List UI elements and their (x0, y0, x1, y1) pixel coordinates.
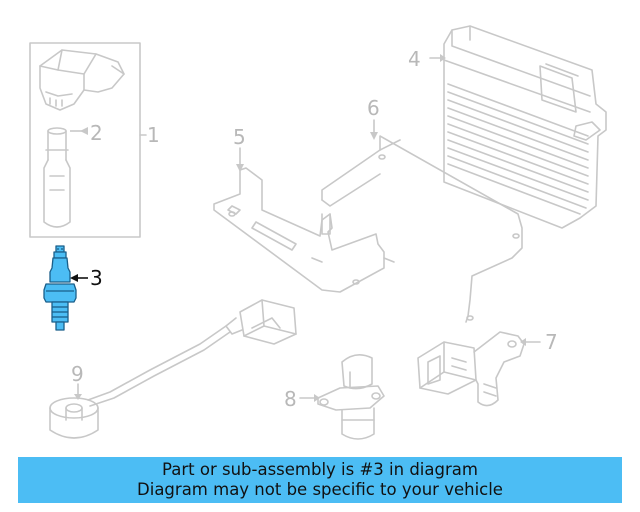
ignition-coil (39, 49, 125, 111)
banner-line-part: Part or sub-assembly is #3 in diagram (162, 460, 478, 479)
callout-3: 3 (90, 266, 103, 290)
banner-line-disclaimer: Diagram may not be specific to your vehi… (137, 480, 503, 499)
part-1-group-box (29, 42, 141, 238)
callout-9: 9 (71, 362, 84, 386)
callout-5: 5 (233, 125, 246, 149)
knock-sensor (49, 299, 297, 439)
callout-7: 7 (545, 330, 558, 354)
callout-3-leader (70, 274, 88, 282)
engine-control-module (443, 25, 607, 229)
info-banner: Part or sub-assembly is #3 in diagram Di… (18, 457, 622, 503)
spark-plug-highlighted (43, 245, 77, 331)
mounting-bracket (213, 135, 523, 323)
callout-4: 4 (408, 47, 421, 71)
position-sensor (417, 331, 525, 407)
callout-2: 2 (90, 121, 103, 145)
callout-8: 8 (284, 387, 297, 411)
callout-1: 1 (147, 123, 160, 147)
camshaft-position-sensor (317, 354, 385, 440)
callout-6: 6 (367, 96, 380, 120)
coil-boot (43, 127, 71, 228)
